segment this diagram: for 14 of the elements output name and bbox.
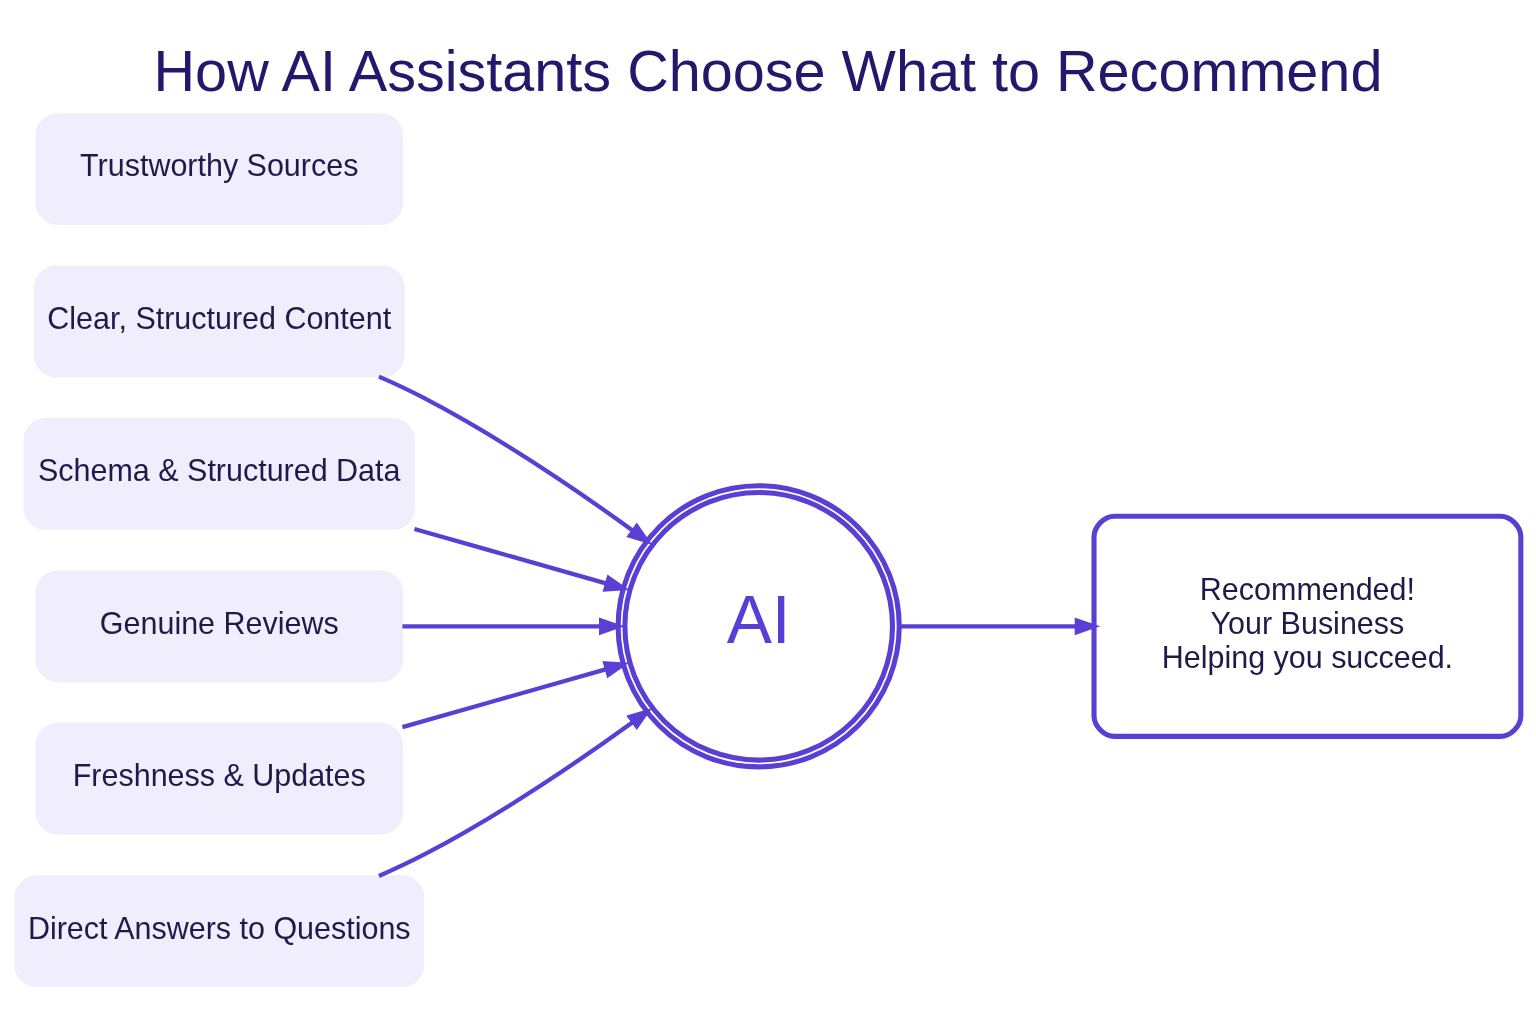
node-box: Recommended! Your Business Helping you succeed. (1091, 513, 1524, 739)
arrow (413, 526, 630, 592)
diagram-title: How AI Assistants Choose What to Recommend (153, 38, 1383, 103)
node-box: Freshness & Updates (35, 722, 403, 835)
node-circle: AI (615, 483, 902, 770)
node-box: Schema & Structured Data (23, 418, 415, 530)
node-box: Clear, Structured Content (33, 265, 405, 378)
node-box: Direct Answers to Questions (14, 875, 425, 988)
node-box: Genuine Reviews (35, 570, 403, 683)
arrow (899, 617, 1101, 636)
arrow (378, 374, 653, 545)
arrow (402, 617, 625, 636)
arrow (378, 707, 653, 878)
arrow (401, 661, 630, 730)
